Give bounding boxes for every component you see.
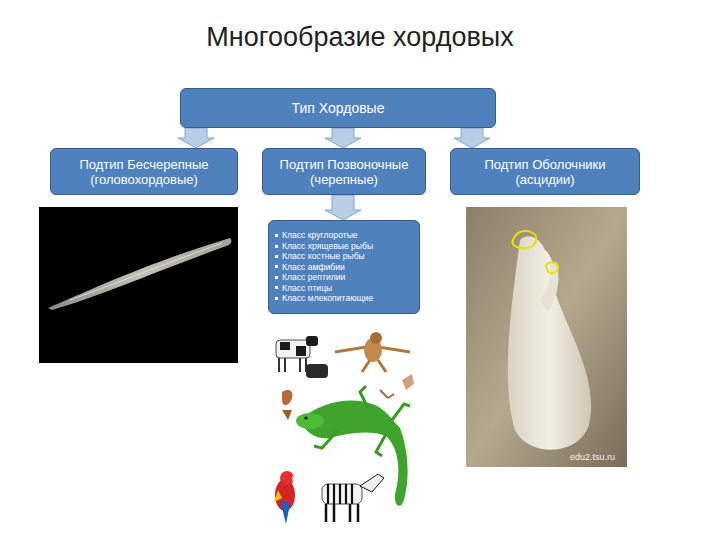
subphylum-box: Подтип Позвоночные (черепные) <box>262 148 426 195</box>
cow-picture <box>276 336 328 378</box>
list-item: Класс круглоротые <box>275 230 358 240</box>
block-arrow <box>178 128 214 148</box>
subphylum-box: Подтип Бесчерепные (головохордовые) <box>50 148 238 195</box>
class-name: Класс рептилии <box>282 272 345 282</box>
list-item: Класс птицы <box>275 283 332 293</box>
list-item: Класс млекопитающие <box>275 293 373 303</box>
class-list-box: Класс круглоротыеКласс хрящевые рыбыКлас… <box>268 220 420 314</box>
class-name: Класс костные рыбы <box>282 251 365 261</box>
block-arrow <box>454 128 490 148</box>
ascidian-photo <box>466 207 627 467</box>
class-name: Класс круглоротые <box>282 230 358 240</box>
lizard-picture <box>296 386 410 506</box>
bullet-mark <box>275 276 278 279</box>
subphylum-box: Подтип Оболочники (асцидии) <box>450 148 640 195</box>
box-label: Подтип Позвоночные (черепные) <box>269 157 419 187</box>
box-label: Подтип Бесчерепные (головохордовые) <box>57 157 231 187</box>
bullet-mark <box>275 255 278 258</box>
phylum-box: Тип Хордовые <box>180 88 496 128</box>
class-name: Класс млекопитающие <box>282 293 373 303</box>
zebra-picture <box>322 474 384 522</box>
block-arrow <box>325 128 361 148</box>
list-item: Класс костные рыбы <box>275 251 365 261</box>
class-name: Класс птицы <box>282 283 332 293</box>
list-item: Класс хрящевые рыбы <box>275 241 373 251</box>
list-item: Класс рептилии <box>275 272 345 282</box>
bullet-mark <box>275 297 278 300</box>
box-label: Подтип Оболочники (асцидии) <box>457 157 633 187</box>
class-name: Класс амфибии <box>282 262 345 272</box>
bullet-mark <box>275 245 278 248</box>
list-item: Класс амфибии <box>275 262 345 272</box>
lancelet-photo <box>39 207 238 363</box>
watermark: edu2.tsu.ru <box>570 452 615 462</box>
slide-title: Многообразие хордовых <box>0 22 720 53</box>
class-name: Класс хрящевые рыбы <box>282 241 373 251</box>
monkey-picture <box>335 332 410 372</box>
box-label: Тип Хордовые <box>292 100 385 116</box>
bullet-mark <box>275 286 278 289</box>
bullet-mark <box>275 234 278 237</box>
block-arrow <box>325 195 361 220</box>
bullet-mark <box>275 265 278 268</box>
parrot-picture <box>274 471 298 524</box>
vertebrates-collage <box>274 332 414 524</box>
